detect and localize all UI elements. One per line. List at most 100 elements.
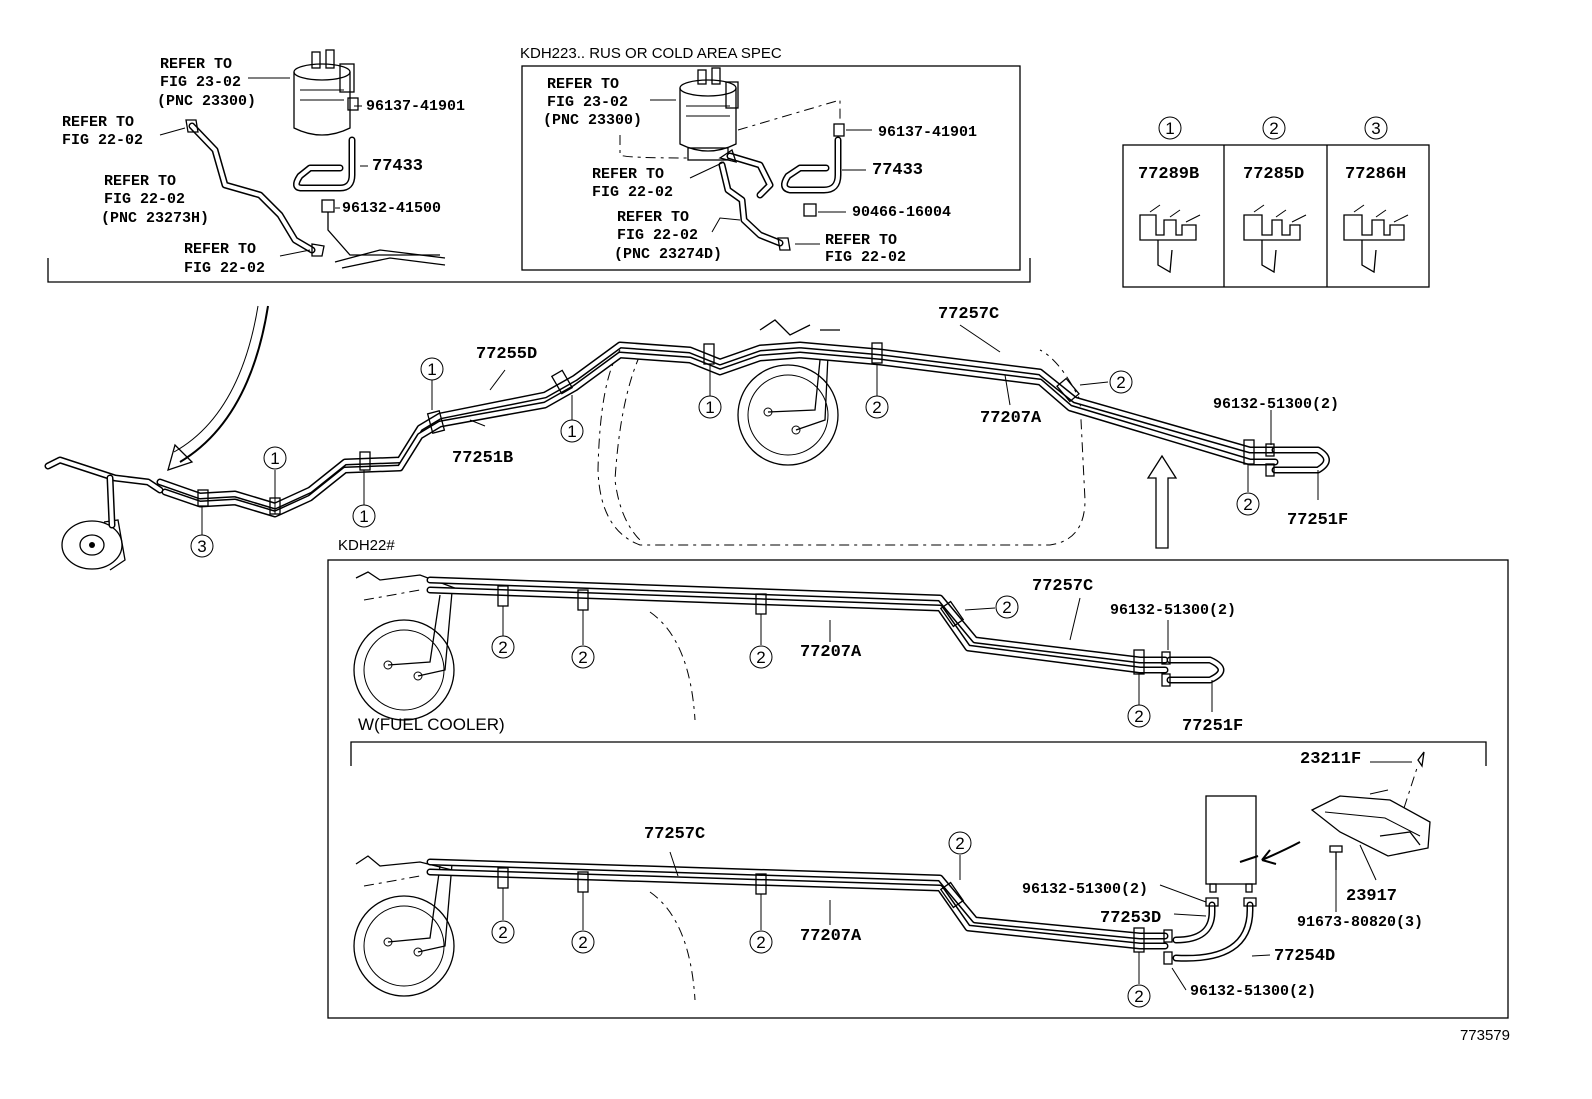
svg-text:2: 2 (756, 648, 765, 667)
clip-callout: 2 (749, 930, 773, 954)
part-77286h: 77286H (1345, 165, 1406, 184)
clip-callout: 2 (865, 395, 889, 419)
fuel-cooler-icon (1205, 795, 1257, 893)
part-77254d: 77254D (1274, 947, 1335, 966)
part-77251f: 77251F (1182, 717, 1243, 736)
fig-text: FIG 22-02 (617, 227, 698, 244)
refer-text: REFER TO (62, 114, 134, 131)
refer-text: REFER TO (617, 209, 689, 226)
part-96132-51300: 96132-51300(2) (1022, 881, 1148, 898)
kdh22-title: KDH22# (338, 537, 395, 554)
part-77257c: 77257C (938, 305, 999, 324)
svg-text:1: 1 (427, 360, 436, 379)
clip-type-1: 1 77289B (1138, 116, 1201, 274)
part-77257c: 77257C (1032, 577, 1093, 596)
part-96132-51300: 96132-51300(2) (1110, 602, 1236, 619)
refer-text: REFER TO (547, 76, 619, 93)
svg-text:2: 2 (872, 398, 881, 417)
fig-text: FIG 22-02 (104, 191, 185, 208)
refer-text: REFER TO (104, 173, 176, 190)
refer-text: REFER TO (825, 232, 897, 249)
svg-text:2: 2 (1243, 495, 1252, 514)
part-77251f: 77251F (1287, 511, 1348, 530)
clip-callout: 2 (571, 930, 595, 954)
part-96132-51300: 96132-51300(2) (1213, 396, 1339, 413)
svg-text:1: 1 (567, 422, 576, 441)
sender-unit-icon (353, 591, 455, 721)
part-77251b: 77251B (452, 449, 513, 468)
part-23917: 23917 (1346, 887, 1397, 906)
clip-callout: 2 (995, 595, 1019, 619)
clip-callout: 2 (491, 635, 515, 659)
fuel-filter-icon (679, 67, 739, 161)
part-96132-51300: 96132-51300(2) (1190, 983, 1316, 1000)
refer-text: REFER TO (184, 241, 256, 258)
pnc-text: (PNC 23300) (543, 112, 642, 129)
fuel-cooler-label: W(FUEL COOLER) (358, 715, 505, 734)
svg-text:2: 2 (498, 923, 507, 942)
svg-text:2: 2 (1002, 598, 1011, 617)
clip-callout: 2 (948, 831, 972, 855)
kdh22-box: KDH22# 2 (327, 537, 1509, 1019)
part-96137-41901: 96137-41901 (366, 98, 465, 115)
clip-callout: 1 (560, 419, 584, 443)
sender-unit-icon (353, 863, 455, 997)
fig-text: FIG 22-02 (592, 184, 673, 201)
kdh223-inset: KDH223.. RUS OR COLD AREA SPEC REFER (520, 45, 1021, 271)
part-96137-41901: 96137-41901 (878, 124, 977, 141)
clip-callout: 1 (263, 446, 287, 470)
part-77207a: 77207A (800, 927, 862, 946)
fuel-sender-icon (737, 354, 839, 466)
clip-number: 2 (1269, 119, 1278, 138)
part-90466-16004: 90466-16004 (852, 204, 951, 221)
pnc-text: (PNC 23274D) (614, 246, 722, 263)
clip-callout: 2 (749, 645, 773, 669)
clip-callout: 1 (352, 504, 376, 528)
svg-text:1: 1 (359, 507, 368, 526)
part-77257c: 77257C (644, 825, 705, 844)
fuel-filter-icon (293, 49, 355, 136)
part-77433: 77433 (872, 161, 923, 180)
clip-callout: 2 (1236, 492, 1260, 516)
svg-text:3: 3 (197, 537, 206, 556)
part-77433: 77433 (372, 157, 423, 176)
part-77207a: 77207A (980, 409, 1042, 428)
part-91673-80820: 91673-80820(3) (1297, 914, 1423, 931)
diagram-id: 773579 (1460, 1027, 1510, 1044)
part-77285d: 77285D (1243, 165, 1304, 184)
engine-pulley-icon (61, 519, 126, 571)
clip-callout: 2 (571, 645, 595, 669)
clip-callout: 2 (1127, 704, 1151, 728)
fig-text: FIG 23-02 (547, 94, 628, 111)
svg-text:2: 2 (578, 648, 587, 667)
part-77255d: 77255D (476, 345, 537, 364)
part-77253d: 77253D (1100, 909, 1161, 928)
clip-type-2: 2 77285D (1243, 116, 1307, 274)
pnc-text: (PNC 23300) (157, 93, 256, 110)
svg-text:2: 2 (1134, 987, 1143, 1006)
svg-text:2: 2 (578, 933, 587, 952)
main-pipe-route: 3 1 1 1 1 1 2 2 2 77255D 77251B 77257C 7… (44, 305, 1348, 571)
clip-legend: 1 77289B 2 77285D 3 77286H (1122, 116, 1430, 288)
clip-callout: 1 (420, 357, 444, 381)
bracket-icon (1310, 789, 1431, 857)
fig-text: FIG 22-02 (184, 260, 265, 277)
fig-text: FIG 22-02 (62, 132, 143, 149)
clip-type-3: 3 77286H (1343, 116, 1409, 274)
svg-text:1: 1 (270, 449, 279, 468)
part-77207a: 77207A (800, 643, 862, 662)
svg-text:2: 2 (1134, 707, 1143, 726)
clip-callout: 3 (190, 534, 214, 558)
clip-callout: 2 (1109, 370, 1133, 394)
svg-text:2: 2 (1116, 373, 1125, 392)
kdh223-title: KDH223.. RUS OR COLD AREA SPEC (520, 45, 782, 62)
pnc-text: (PNC 23273H) (101, 210, 209, 227)
fig-text: FIG 23-02 (160, 74, 241, 91)
clip-number: 3 (1371, 119, 1380, 138)
refer-text: REFER TO (160, 56, 232, 73)
clip-callout: 2 (491, 920, 515, 944)
svg-text:2: 2 (498, 638, 507, 657)
clip-callout: 1 (698, 395, 722, 419)
top-left-inset: REFER TO FIG 23-02 (PNC 23300) 96137-419… (47, 49, 1031, 283)
part-23211f: 23211F (1300, 750, 1361, 769)
